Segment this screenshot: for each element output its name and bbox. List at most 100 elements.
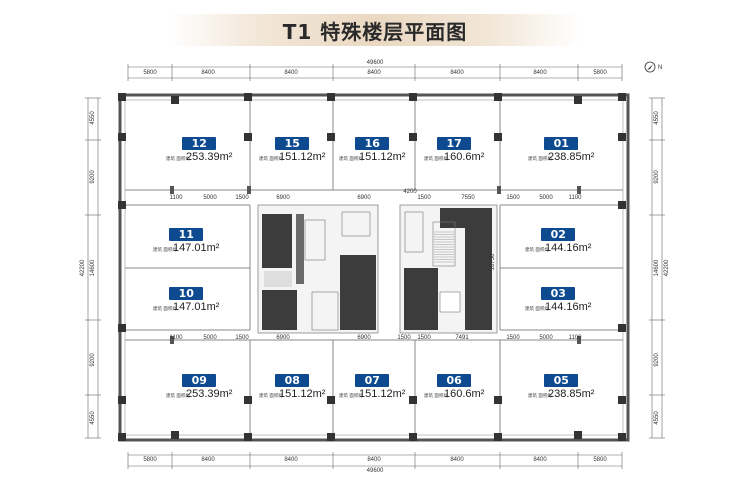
dim-upper-inner: 5000 — [203, 195, 217, 201]
dim-bottom: 8400 — [533, 457, 547, 463]
area-caption: 建筑 面积约 — [153, 248, 177, 253]
wall-stubs — [170, 186, 581, 344]
unit-area: 147.01m² — [173, 301, 220, 313]
unit-area: 151.12m² — [359, 388, 406, 400]
dim-upper-inner: 5000 — [539, 195, 553, 201]
dim-lower-inner: 5000 — [203, 335, 217, 341]
dim-top-total: 49600 — [366, 60, 384, 66]
dim-left: 9200 — [90, 170, 96, 184]
dim-top: 8400 — [284, 70, 298, 76]
dim-left-total: 42200 — [80, 259, 86, 277]
dim-upper-inner: 7550 — [461, 195, 475, 201]
area-caption: 建筑 面积约 — [153, 307, 177, 312]
unit-number: 12 — [182, 137, 217, 150]
unit-area: 151.12m² — [359, 151, 406, 163]
unit-number: 16 — [355, 137, 390, 150]
dim-upper-inner: 1100 — [169, 195, 183, 201]
dim-top: 5800 — [593, 70, 607, 76]
unit-area: 144.16m² — [545, 301, 592, 313]
dim-right-total: 42200 — [664, 259, 670, 277]
dim-right: 9200 — [654, 353, 660, 367]
dim-bottom: 8400 — [284, 457, 298, 463]
area-caption: 建筑 面积约 — [259, 394, 283, 399]
area-caption: 建筑 面积约 — [339, 157, 363, 162]
dim-lower-inner: 1100 — [169, 335, 183, 341]
dim-lower-inner: 6900 — [276, 335, 290, 341]
dimension-lines — [85, 64, 665, 469]
dim-upper-inner: 6900 — [357, 195, 371, 201]
unit-area: 238.85m² — [548, 388, 595, 400]
dim-lower-inner: 1500 — [397, 335, 411, 341]
unit-number: 02 — [541, 228, 576, 241]
central-core — [257, 204, 498, 334]
dim-bottom: 5800 — [143, 457, 157, 463]
unit-area: 160.6m² — [444, 388, 485, 400]
unit-area: 147.01m² — [173, 242, 220, 254]
dim-top: 8400 — [201, 70, 215, 76]
dim-top: 8400 — [367, 70, 381, 76]
dim-lower-inner: 1500 — [506, 335, 520, 341]
unit-number: 11 — [169, 228, 204, 241]
dim-upper-inner: 1100 — [568, 195, 582, 201]
unit-number: 07 — [355, 374, 390, 387]
dim-core-vertical: 10750 — [490, 253, 496, 271]
unit-area: 253.39m² — [186, 151, 233, 163]
dim-upper-inner: 6900 — [276, 195, 290, 201]
dim-top: 5800 — [143, 70, 157, 76]
dim-left: 4550 — [90, 111, 96, 125]
dim-lower-inner: 5000 — [539, 335, 553, 341]
unit-area: 151.12m² — [279, 388, 326, 400]
dim-lower-inner: 6900 — [357, 335, 371, 341]
unit-number: 05 — [544, 374, 579, 387]
unit-number: 08 — [275, 374, 310, 387]
unit-number: 09 — [182, 374, 217, 387]
dim-right: 4550 — [654, 411, 660, 425]
partition-walls — [125, 100, 623, 435]
dim-top: 8400 — [450, 70, 464, 76]
unit-area: 144.16m² — [545, 242, 592, 254]
dim-right: 14600 — [654, 259, 660, 277]
structural-columns — [118, 93, 626, 441]
area-caption: 建筑 面积约 — [424, 157, 448, 162]
area-caption: 建筑 面积约 — [525, 248, 549, 253]
svg-text:N: N — [658, 65, 662, 71]
area-caption: 建筑 面积约 — [528, 157, 552, 162]
area-caption: 建筑 面积约 — [528, 394, 552, 399]
dim-right: 4550 — [654, 111, 660, 125]
area-caption: 建筑 面积约 — [339, 394, 363, 399]
dim-lower-inner: 1100 — [568, 335, 582, 341]
dim-upper-inner: 1500 — [417, 195, 431, 201]
dim-upper-inner: 4200 — [403, 189, 417, 195]
unit-area: 253.39m² — [186, 388, 233, 400]
dim-left: 9200 — [90, 353, 96, 367]
dim-left: 4550 — [90, 411, 96, 425]
title-band — [170, 14, 580, 46]
area-caption: 建筑 面积约 — [166, 157, 190, 162]
unit-number: 03 — [541, 287, 576, 300]
compass-icon: N — [644, 61, 662, 73]
dim-bottom: 8400 — [450, 457, 464, 463]
unit-number: 15 — [275, 137, 310, 150]
dim-lower-inner: 1500 — [235, 335, 249, 341]
unit-number: 10 — [169, 287, 204, 300]
dim-lower-inner: 1500 — [417, 335, 431, 341]
dim-upper-inner: 1500 — [506, 195, 520, 201]
unit-number: 17 — [437, 137, 472, 150]
unit-number: 06 — [437, 374, 472, 387]
dim-bottom: 8400 — [367, 457, 381, 463]
unit-area: 238.85m² — [548, 151, 595, 163]
unit-number: 01 — [544, 137, 579, 150]
